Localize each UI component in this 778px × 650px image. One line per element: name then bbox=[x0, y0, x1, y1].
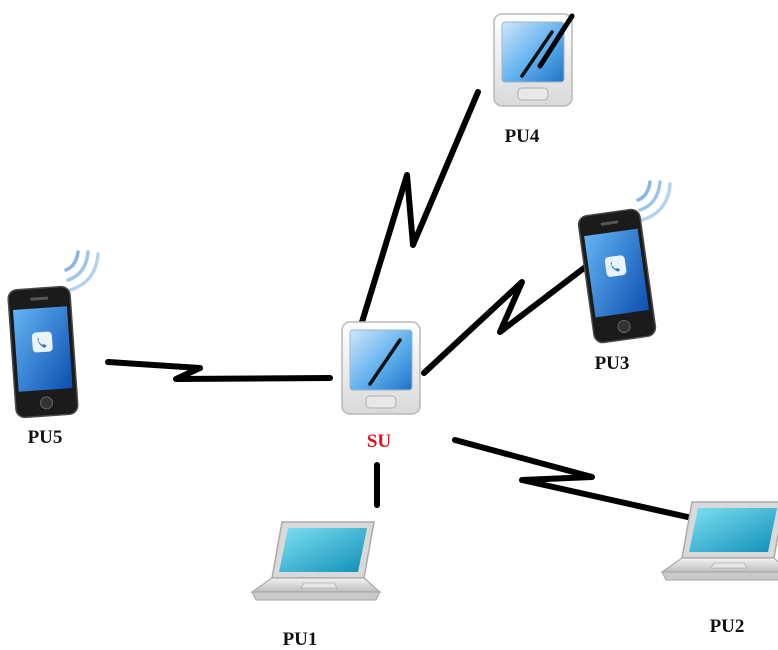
su-label: SU bbox=[367, 431, 392, 452]
link-su-pu3 bbox=[421, 262, 591, 376]
pu3-device[interactable] bbox=[576, 180, 672, 345]
link-su-pu5 bbox=[105, 359, 333, 382]
laptop-icon bbox=[251, 521, 381, 601]
smartphone-icon bbox=[6, 285, 80, 419]
wifi-waves-icon bbox=[636, 180, 672, 222]
smartphone-icon bbox=[576, 207, 658, 345]
pu3-label: PU3 bbox=[595, 353, 630, 374]
wifi-waves-icon bbox=[64, 250, 100, 292]
link-su-pu2 bbox=[452, 437, 713, 525]
antenna-icon bbox=[537, 13, 575, 69]
tablet-icon bbox=[492, 12, 574, 108]
pu1-device[interactable] bbox=[251, 521, 381, 601]
tablet-icon bbox=[340, 320, 422, 416]
pu1-label: PU1 bbox=[283, 629, 318, 650]
pu4-label: PU4 bbox=[505, 126, 540, 147]
pu4-device[interactable] bbox=[492, 12, 575, 108]
link-su-pu4 bbox=[359, 89, 481, 325]
pu5-device[interactable] bbox=[6, 250, 100, 419]
links-layer bbox=[105, 89, 713, 525]
su-device[interactable] bbox=[340, 320, 422, 416]
pu5-label: PU5 bbox=[28, 427, 63, 448]
pu2-label: PU2 bbox=[710, 616, 745, 637]
